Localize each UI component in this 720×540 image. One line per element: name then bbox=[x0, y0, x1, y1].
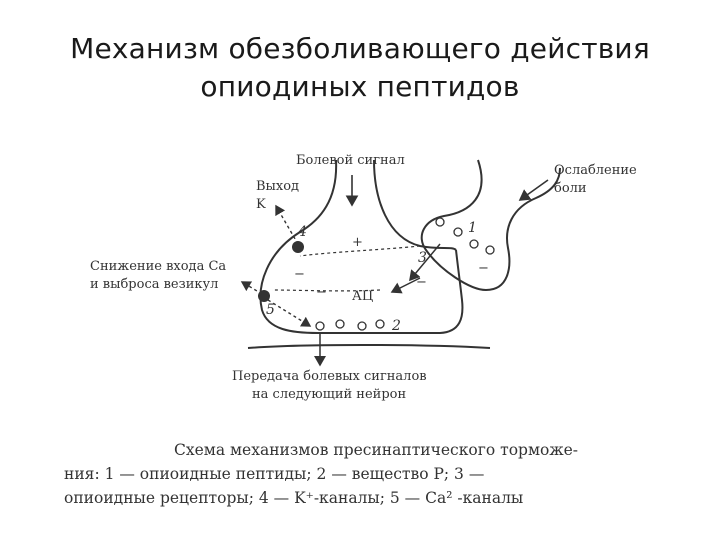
number-3: 3 bbox=[418, 250, 427, 266]
caption-line-2: ния: 1 — опиоидные пептиды; 2 — вещество… bbox=[64, 465, 485, 483]
caption-line-3: опиоидные рецепторы; 4 — K⁺-каналы; 5 — … bbox=[64, 489, 524, 507]
k-exit-label-1: Выход bbox=[256, 179, 299, 194]
opioid-neuron-outline bbox=[420, 159, 561, 292]
vesicle-4 bbox=[375, 319, 385, 329]
transmission-label-1: Передача болевых сигналов bbox=[232, 369, 427, 384]
pain-relief-label-1: Ослабление bbox=[554, 163, 637, 178]
title-line-2: опиодиных пептидов bbox=[200, 70, 520, 103]
minus-sign-3: − bbox=[416, 275, 427, 290]
caption-line-1: Схема механизмов пресинаптического тормо… bbox=[174, 441, 578, 459]
pain-signal-label: Болевой сигнал bbox=[296, 153, 405, 168]
vesicle-1 bbox=[315, 321, 325, 331]
inhibition-path-upper bbox=[299, 245, 421, 257]
ca-decrease-label-1: Снижение входа Ca bbox=[90, 259, 226, 274]
pain-relief-arrow bbox=[518, 179, 549, 201]
minus-sign-4: − bbox=[478, 261, 489, 276]
terminal-right-wall bbox=[373, 159, 457, 251]
k-channel-marker bbox=[292, 241, 304, 253]
inhibition-path-lower bbox=[271, 289, 381, 292]
opioid-peptide-3 bbox=[469, 239, 479, 249]
number-1: 1 bbox=[468, 220, 477, 236]
receptor-arrow bbox=[409, 243, 441, 282]
transmission-label-2: на следующий нейрон bbox=[252, 387, 406, 402]
opioid-peptide-1 bbox=[435, 217, 445, 227]
minus-sign-2: − bbox=[316, 285, 327, 300]
vesicle-release-arrow bbox=[267, 299, 312, 327]
k-exit-label-2: K bbox=[256, 197, 266, 212]
minus-sign-1: − bbox=[294, 267, 305, 282]
vesicle-2 bbox=[335, 319, 345, 329]
postsynaptic-membrane bbox=[247, 344, 491, 349]
number-5: 5 bbox=[266, 302, 275, 318]
plus-sign-1: + bbox=[352, 235, 363, 250]
number-4: 4 bbox=[297, 224, 307, 240]
number-2: 2 bbox=[391, 318, 401, 334]
presynaptic-terminal-outline bbox=[259, 159, 464, 334]
vesicle-3 bbox=[357, 321, 367, 331]
pain-relief-label-2: боли bbox=[554, 181, 587, 196]
opioid-peptide-2 bbox=[453, 227, 463, 237]
k-exit-arrow bbox=[275, 204, 299, 245]
slide-title: Механизм обезболивающего действия опиоди… bbox=[0, 30, 720, 106]
ca-channel-marker bbox=[258, 290, 270, 302]
ca-reduce-arrow bbox=[240, 281, 263, 295]
ca-decrease-label-2: и выброса везикул bbox=[90, 277, 218, 292]
figure-caption: Схема механизмов пресинаптического тормо… bbox=[64, 438, 684, 510]
title-line-1: Механизм обезболивающего действия bbox=[70, 32, 650, 65]
opioid-peptide-4 bbox=[485, 245, 495, 255]
ac-label: АЦ bbox=[352, 289, 373, 304]
